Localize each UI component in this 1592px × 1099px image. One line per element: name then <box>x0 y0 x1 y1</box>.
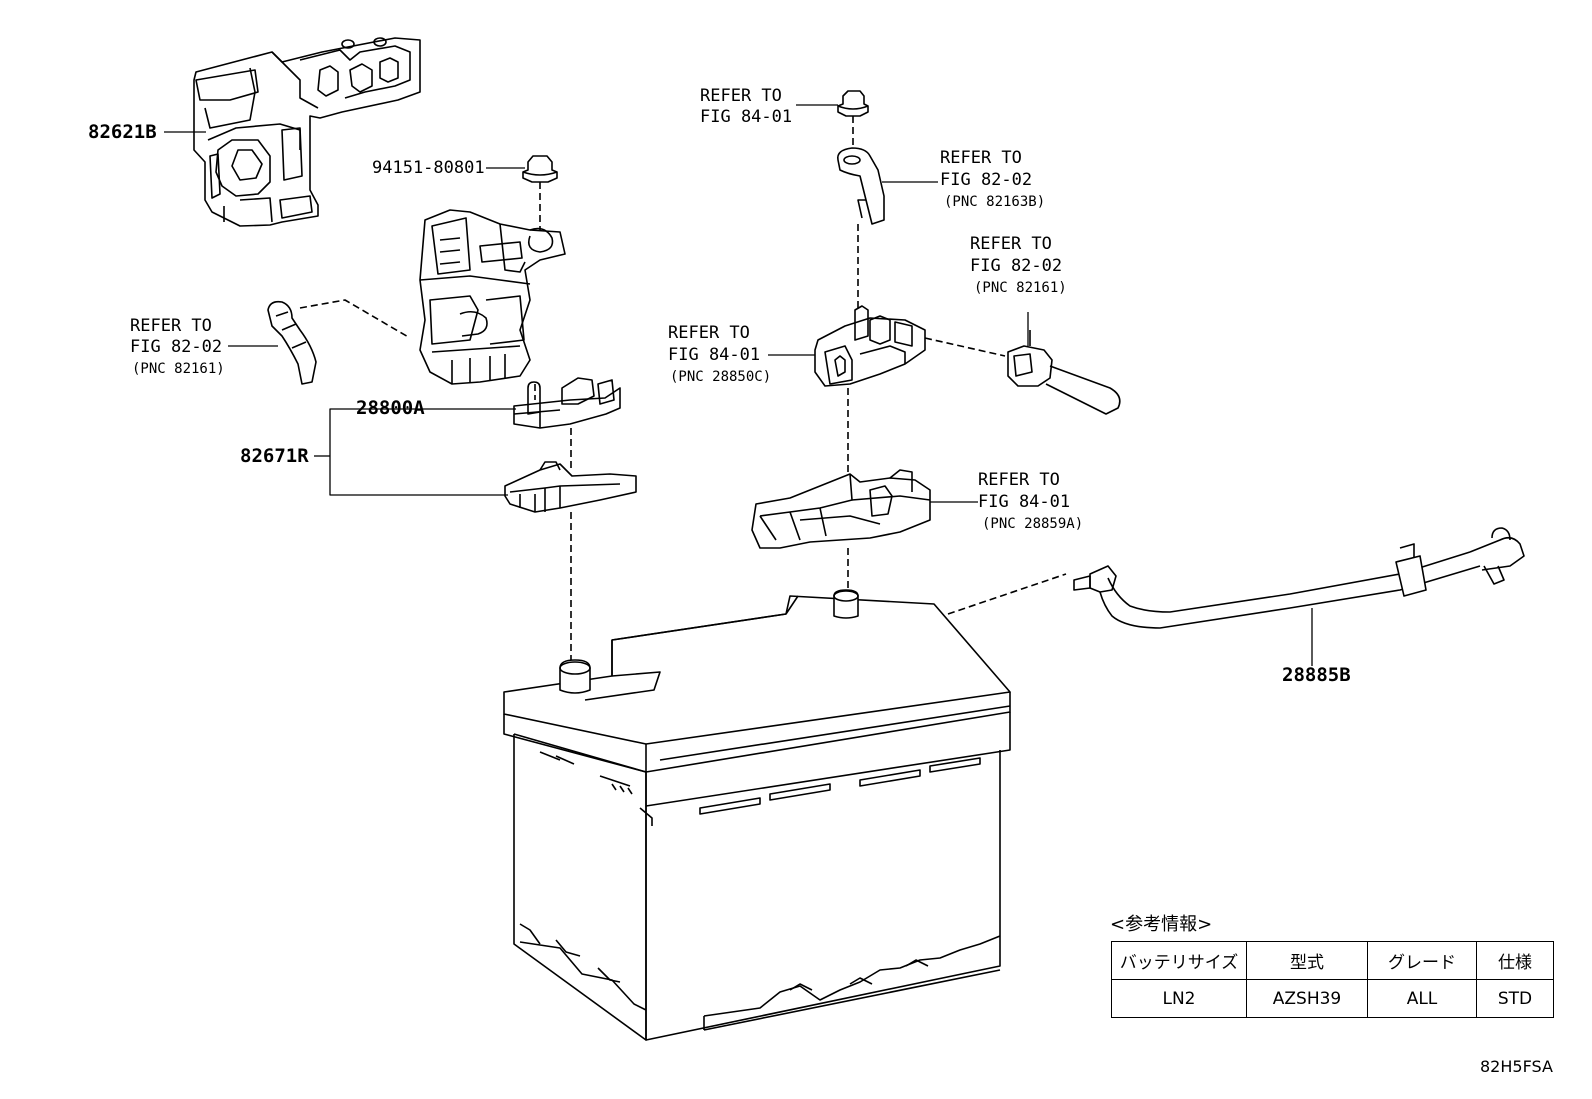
cell-battery-size: LN2 <box>1111 979 1247 1018</box>
ref-clamp-line2: FIG 84-01 <box>668 345 761 365</box>
ref-clamp-line1: REFER TO <box>668 323 750 343</box>
nut-top-drawing <box>837 90 869 117</box>
cover-82621b-drawing <box>193 37 421 227</box>
reference-info-table: バッテリサイズ 型式 グレード 仕様 LN2 AZSH39 ALL STD <box>1111 941 1554 1018</box>
figure-code: 82H5FSA <box>1480 1057 1553 1076</box>
ref-left-line3: (PNC 82161) <box>132 361 225 377</box>
header-spec: 仕様 <box>1476 941 1554 980</box>
ref-cable-line1: REFER TO <box>940 148 1022 168</box>
table-header-row: バッテリサイズ 型式 グレード 仕様 <box>1111 941 1554 980</box>
ref-right-line1: REFER TO <box>970 234 1052 254</box>
right-cable-drawing <box>1007 330 1121 415</box>
cover-28859a-drawing <box>751 469 931 549</box>
cell-spec: STD <box>1476 979 1554 1018</box>
left-cable-drawing <box>267 300 317 385</box>
ref-left-line2: FIG 82-02 <box>130 337 223 357</box>
battery-drawing <box>503 589 1011 1041</box>
ref-cable-line2: FIG 82-02 <box>940 170 1033 190</box>
leader-lines <box>164 104 1313 666</box>
table-row: LN2 AZSH39 ALL STD <box>1111 979 1554 1018</box>
ref-left-line1: REFER TO <box>130 316 212 336</box>
part-label-82621b: 82621B <box>88 121 157 143</box>
cable-terminal-drawing <box>836 147 885 225</box>
part-label-94151-80801: 94151-80801 <box>372 158 485 178</box>
part-label-28885b: 28885B <box>1282 664 1351 686</box>
ref-top-line2: FIG 84-01 <box>700 107 793 127</box>
terminal-bracket-drawing <box>419 209 566 385</box>
header-grade: グレード <box>1367 941 1477 980</box>
ref-cover-line1: REFER TO <box>978 470 1060 490</box>
ref-right-line2: FIG 82-02 <box>970 256 1063 276</box>
reference-info-title: <参考情報> <box>1110 914 1213 935</box>
ref-clamp-line3: (PNC 28850C) <box>670 369 772 385</box>
ref-right-line3: (PNC 82161) <box>974 280 1067 296</box>
part-label-28800a: 28800A <box>356 397 425 419</box>
cell-model: AZSH39 <box>1246 979 1368 1018</box>
ref-cover-line2: FIG 84-01 <box>978 492 1071 512</box>
header-battery-size: バッテリサイズ <box>1111 941 1247 980</box>
cover-82671r-drawing <box>504 461 637 513</box>
ref-cable-line3: (PNC 82163B) <box>944 194 1046 210</box>
cable-28885b-drawing <box>1073 527 1525 629</box>
terminal-28800a-drawing <box>513 377 621 429</box>
clamp-28850c-drawing <box>814 305 926 387</box>
ref-cover-line3: (PNC 28859A) <box>982 516 1084 532</box>
cell-grade: ALL <box>1367 979 1477 1018</box>
nut-94151-drawing <box>522 155 558 183</box>
header-model: 型式 <box>1246 941 1368 980</box>
part-label-82671r: 82671R <box>240 445 309 467</box>
ref-top-line1: REFER TO <box>700 86 782 106</box>
